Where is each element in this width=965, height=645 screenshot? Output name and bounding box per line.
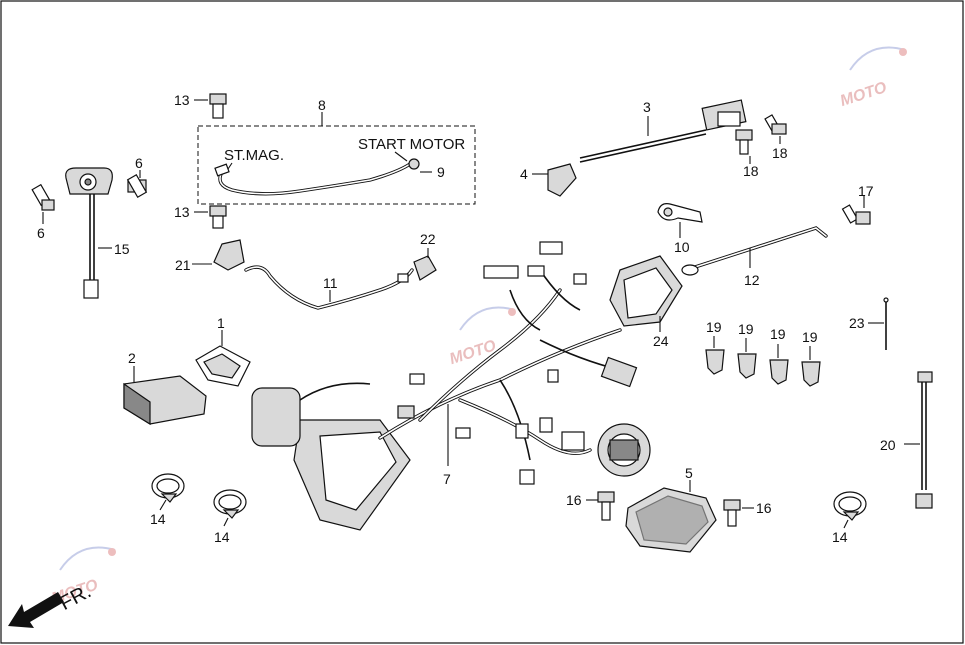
label-22: 22	[420, 231, 436, 247]
label-1: 1	[217, 315, 225, 331]
clip-19-d: 19	[801, 329, 821, 387]
label-18: 18	[772, 145, 788, 161]
bolt-17: 17	[841, 183, 874, 225]
cable-tie-23: 23	[849, 297, 889, 350]
label-5: 5	[685, 465, 693, 481]
regulator-5: 5	[625, 465, 717, 553]
bolt-16-left: 16	[566, 491, 615, 521]
label-19: 19	[770, 326, 786, 342]
label-13: 13	[174, 204, 190, 220]
label-19: 19	[802, 329, 818, 345]
connector	[539, 241, 563, 255]
label-20: 20	[880, 437, 896, 453]
label-2: 2	[128, 350, 136, 366]
front-direction-indicator: FR.	[8, 580, 95, 628]
round-connector	[597, 423, 651, 477]
svg-text:MOTO: MOTO	[448, 337, 499, 368]
label-14: 14	[832, 529, 848, 545]
bolt-13-bottom: 13	[174, 204, 227, 229]
label-21: 21	[175, 257, 191, 273]
svg-text:MOTO: MOTO	[838, 79, 889, 110]
label-6: 6	[135, 155, 143, 171]
clip-19-c: 19	[769, 326, 789, 385]
label-15: 15	[114, 241, 130, 257]
label-14: 14	[150, 511, 166, 527]
label-10: 10	[674, 239, 690, 255]
clamp-14-b: 14	[213, 489, 247, 545]
clamp-10: 10	[657, 203, 703, 255]
label-14: 14	[214, 529, 230, 545]
connector	[483, 265, 519, 279]
label-11: 11	[323, 275, 338, 291]
label-3: 3	[643, 99, 651, 115]
label-23: 23	[849, 315, 865, 331]
label-19: 19	[706, 319, 722, 335]
label-7: 7	[443, 471, 451, 487]
watermark-logo: MOTO	[838, 46, 907, 110]
wire-11: 11	[244, 265, 414, 310]
spark-plug-cap-4: 4	[520, 163, 577, 197]
bolt-13-top: 13	[174, 92, 227, 119]
ignition-coil-3: 3	[579, 99, 747, 163]
ecu-2: 2	[123, 350, 207, 426]
cable-terminal	[408, 158, 420, 170]
callout-st-mag: ST.MAG.	[224, 147, 284, 164]
clamp-14-a: 14	[150, 473, 185, 527]
label-18: 18	[743, 163, 759, 179]
bolt-6-right: 6	[126, 155, 148, 198]
label-19: 19	[738, 321, 754, 337]
bolt-16-right: 16	[723, 499, 772, 527]
label-8: 8	[318, 97, 326, 113]
connector-22: 22	[413, 231, 437, 281]
ecu-bracket-1: 1	[195, 315, 251, 387]
sensor-15: 15	[65, 167, 130, 299]
watermark-logo: MOTO	[448, 306, 516, 368]
cable-20: 20	[880, 371, 933, 509]
connector-21: 21	[175, 239, 245, 273]
starter-cable-group: 8 ST.MAG. START MOTOR 9	[197, 97, 476, 205]
clamp-14-c: 14	[832, 491, 867, 545]
bolt-18-a: 18	[735, 129, 759, 179]
clip-19-a: 19	[705, 319, 725, 375]
label-9: 9	[437, 164, 445, 180]
callout-start-motor: START MOTOR	[358, 136, 465, 153]
group-box	[197, 125, 476, 205]
label-4: 4	[520, 166, 528, 182]
label-16: 16	[566, 492, 582, 508]
label-12: 12	[744, 272, 760, 288]
label-6: 6	[37, 225, 45, 241]
label-17: 17	[858, 183, 874, 199]
clip-19-b: 19	[737, 321, 757, 379]
relay-housing	[251, 387, 301, 447]
main-harness-7: 7	[251, 241, 638, 531]
bolt-6-left: 6	[31, 183, 55, 241]
front-arrow-icon	[8, 592, 64, 628]
connector	[561, 431, 585, 451]
connector-block-24: 24	[609, 255, 683, 349]
bolt-18-b: 18	[764, 114, 788, 161]
battery-cable-12: 12	[681, 226, 828, 288]
label-13: 13	[174, 92, 190, 108]
label-24: 24	[653, 333, 669, 349]
label-16: 16	[756, 500, 772, 516]
